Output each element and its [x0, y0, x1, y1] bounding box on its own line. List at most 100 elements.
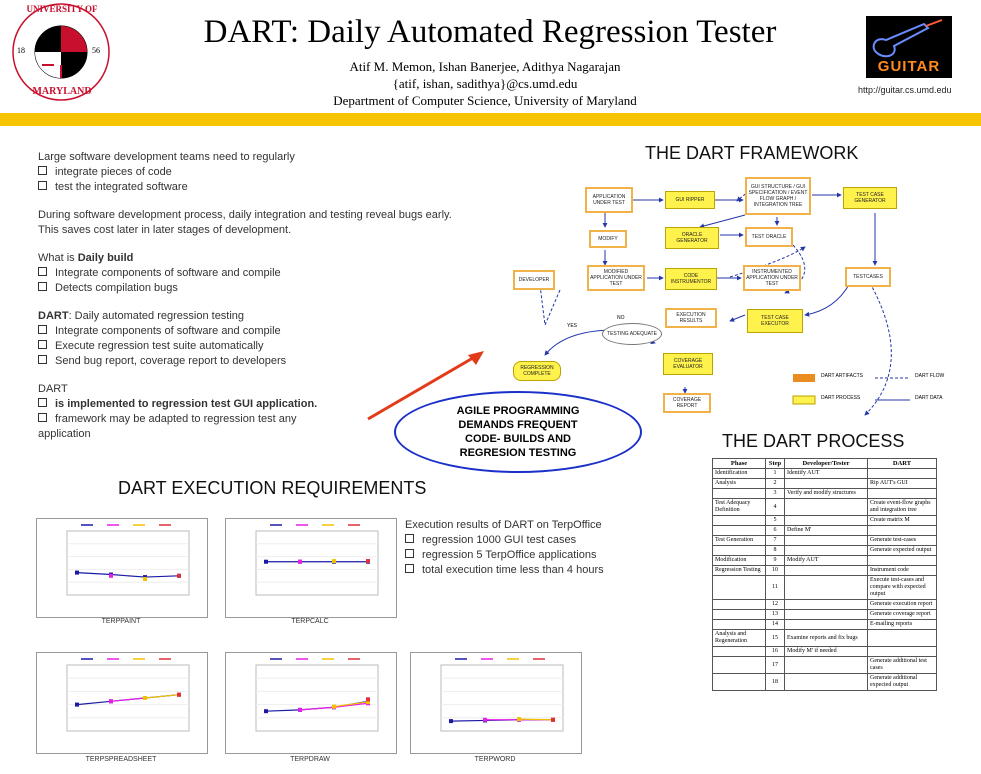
- table-cell-dart: Generate additional expected output: [867, 673, 937, 691]
- table-cell-dev: [784, 515, 868, 526]
- fw-label-yes: YES: [567, 323, 578, 329]
- fw-node-coverage: COVERAGE EVALUATOR: [663, 353, 713, 375]
- legend-data-label: DART DATA: [915, 395, 943, 401]
- chart-0: [36, 518, 208, 618]
- bullet-icon: [38, 325, 47, 334]
- bullet-icon: [38, 267, 47, 276]
- table-cell-dart: E-mailing reports: [867, 619, 937, 630]
- table-cell-step: 11: [765, 575, 785, 600]
- bullet-icon: [405, 549, 414, 558]
- chart-point: [517, 717, 521, 722]
- table-cell-dart: Generate test-cases: [867, 535, 937, 546]
- intro-p1-item: test the integrated software: [38, 180, 538, 195]
- chart-frame: [66, 664, 190, 732]
- chart-2: [36, 652, 208, 754]
- intro-p2-line1: During software development process, dai…: [38, 209, 452, 221]
- agile-line-3: CODE- BUILDS AND: [465, 433, 571, 445]
- table-cell-phase: Analysis and Regeneration: [712, 629, 766, 647]
- chart-4: [410, 652, 582, 754]
- intro-p3-item: Integrate components of software and com…: [38, 266, 538, 281]
- table-cell-step: 15: [765, 629, 785, 647]
- table-cell-step: 12: [765, 599, 785, 610]
- guitar-label: GUITAR: [877, 58, 941, 75]
- table-cell-step: 9: [765, 555, 785, 566]
- chart-frame: [255, 530, 379, 596]
- guitar-logo: GUITAR: [866, 16, 952, 78]
- chart-3: [225, 652, 397, 754]
- agile-line-2: DEMANDS FREQUENT: [458, 419, 578, 431]
- red-arrow: [367, 351, 484, 421]
- exec-title: DART EXECUTION REQUIREMENTS: [118, 478, 427, 498]
- table-cell-dart: Generate expected output: [867, 545, 937, 556]
- chart-point: [264, 559, 268, 564]
- chart-caption: TERPWORD: [474, 756, 516, 763]
- exec-item: total execution time less than 4 hours: [405, 563, 705, 578]
- authors-block: Atif M. Memon, Ishan Banerjee, Adithya N…: [250, 58, 720, 109]
- table-cell-step: 4: [765, 498, 785, 516]
- chart-frame: [66, 530, 190, 596]
- fw-node-instrumentor: CODE INSTRUMENTOR: [665, 268, 717, 290]
- table-cell-dart: Generate execution report: [867, 599, 937, 610]
- fw-node-developer: DEVELOPER: [513, 270, 555, 290]
- agile-callout: AGILE PROGRAMMING DEMANDS FREQUENT CODE-…: [394, 391, 642, 473]
- table-cell-phase: Test Generation: [712, 535, 766, 546]
- chart-point: [177, 573, 181, 578]
- intro-block-4: DART: Daily automated regression testing…: [38, 309, 538, 369]
- bullet-icon: [38, 355, 47, 364]
- fw-node-oracle: TEST ORACLE: [745, 227, 793, 247]
- guitar-icon: [872, 19, 943, 58]
- umd-seal-icon: [12, 3, 110, 101]
- chart-plot-0: [66, 524, 190, 596]
- fw-node-aut: APPLICATION UNDER TEST: [585, 187, 633, 213]
- legend-artifacts-label: DART ARTIFACTS: [821, 373, 863, 379]
- table-cell-phase: [712, 545, 766, 556]
- table-cell-phase: Modification: [712, 555, 766, 566]
- chart-point: [298, 559, 302, 564]
- intro-p5-item: framework may be adapted to regression t…: [38, 412, 538, 427]
- exec-intro: Execution results of DART on TerpOffice: [405, 519, 602, 531]
- table-cell-dev: [784, 478, 868, 489]
- table-cell-phase: [712, 673, 766, 691]
- chart-series-line: [76, 572, 180, 578]
- table-cell-dart: Rip AUT's GUI: [867, 478, 937, 489]
- framework-arrows: [538, 190, 910, 416]
- fw-node-gui-spec: GUI STRUCTURE / GUI SPECIFICATION / EVEN…: [745, 177, 811, 215]
- intro-p1: Large software development teams need to…: [38, 151, 295, 163]
- chart-point: [298, 707, 302, 712]
- intro-p3-item: Detects compilation bugs: [38, 281, 538, 296]
- table-cell-phase: [712, 646, 766, 657]
- chart-caption: TERPCALC: [291, 618, 329, 625]
- table-cell-dart: Instrument code: [867, 565, 937, 576]
- table-cell-phase: [712, 575, 766, 600]
- chart-point: [109, 699, 113, 704]
- col-dart: DART: [867, 458, 937, 469]
- chart-point: [366, 559, 370, 564]
- table-cell-step: 2: [765, 478, 785, 489]
- guitar-url[interactable]: http://guitar.cs.umd.edu: [858, 85, 952, 95]
- chart-caption: TERPDRAW: [290, 756, 330, 763]
- exec-item: regression 1000 GUI test cases: [405, 533, 705, 548]
- table-cell-step: 6: [765, 525, 785, 536]
- fw-node-complete: REGRESSION COMPLETE: [513, 361, 561, 381]
- table-cell-step: 14: [765, 619, 785, 630]
- table-cell-phase: [712, 599, 766, 610]
- intro-block-2: During software development process, dai…: [38, 208, 538, 238]
- table-cell-dart: [867, 555, 937, 566]
- chart-point: [366, 699, 370, 704]
- table-cell-phase: [712, 525, 766, 536]
- chart-frame: [255, 664, 379, 732]
- bullet-icon: [405, 534, 414, 543]
- table-cell-dev: [784, 673, 868, 691]
- legend-flow-label: DART FLOW: [915, 373, 945, 379]
- intro-p2-line2: This saves cost later in later stages of…: [38, 224, 292, 236]
- fw-node-testcases: TESTCASES: [845, 267, 891, 287]
- intro-p5: DART: [38, 383, 68, 395]
- chart-point: [483, 717, 487, 722]
